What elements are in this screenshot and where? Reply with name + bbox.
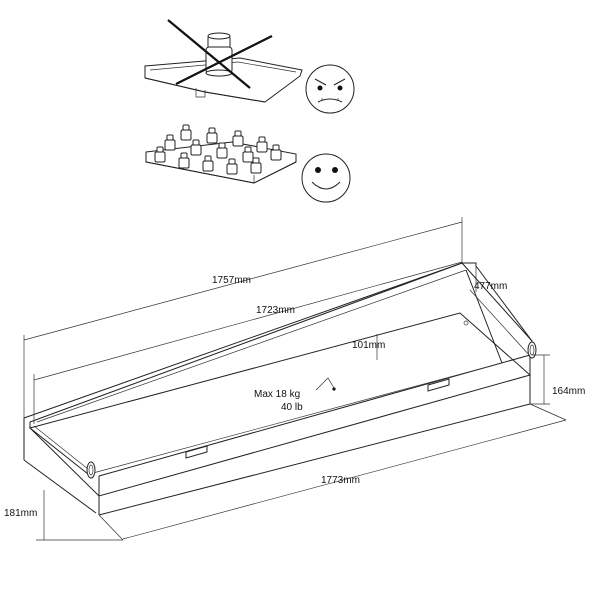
small-weight-icon	[190, 139, 202, 156]
small-weight-icon	[216, 142, 228, 159]
small-weight-icon	[178, 152, 190, 169]
outer-height-label: 164mm	[552, 386, 585, 397]
smiley-face-icon	[301, 153, 351, 203]
small-weight-icon	[256, 136, 268, 153]
small-weight-icon	[164, 134, 176, 151]
small-weight-icon	[250, 157, 262, 174]
small-weight-icon	[232, 130, 244, 147]
dimension-lines	[23, 217, 567, 541]
small-weight-icon	[270, 144, 282, 161]
inner-height-label: 101mm	[352, 340, 385, 351]
small-weight-icon	[202, 155, 214, 172]
inner-length-label: 1723mm	[256, 305, 295, 316]
small-weight-icon	[206, 127, 218, 144]
outer-length-label: 1757mm	[212, 275, 251, 286]
max-load-kg-label: Max 18 kg	[254, 389, 300, 400]
cross-out-icon	[167, 19, 273, 89]
small-weight-icon	[226, 158, 238, 175]
small-weight-icon	[242, 146, 254, 163]
angry-face-icon	[305, 64, 355, 114]
drawer-body	[23, 262, 537, 516]
total-height-label: 181mm	[4, 508, 37, 519]
wheel-left-icon	[86, 461, 96, 479]
correct-load-illustration	[145, 124, 351, 203]
small-weight-icon	[180, 124, 192, 141]
max-load-lb-label: 40 lb	[281, 402, 303, 413]
front-length-label: 1773mm	[321, 475, 360, 486]
depth-label: 477mm	[474, 281, 507, 292]
wrong-load-illustration	[144, 19, 355, 114]
small-weights-group	[154, 124, 282, 175]
small-weight-icon	[154, 146, 166, 163]
